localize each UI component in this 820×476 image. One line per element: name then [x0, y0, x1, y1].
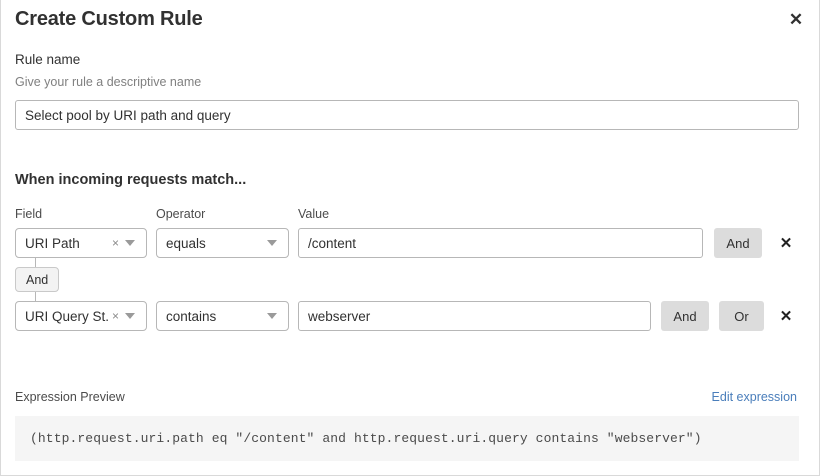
- add-or-condition-button-2[interactable]: Or: [719, 301, 764, 331]
- expression-preview-label: Expression Preview: [15, 390, 125, 404]
- page-title: Create Custom Rule: [15, 8, 203, 30]
- close-icon[interactable]: ✕: [783, 6, 809, 32]
- condition-row: URI Path × equals And ✕: [1, 228, 819, 258]
- operator-select-1-label: equals: [166, 235, 206, 251]
- operator-select-2[interactable]: contains: [156, 301, 289, 331]
- operator-select-2-label: contains: [166, 308, 217, 324]
- connector-and-badge[interactable]: And: [15, 267, 60, 292]
- operator-select-1[interactable]: equals: [156, 228, 289, 258]
- conditions-heading: When incoming requests match...: [15, 172, 247, 188]
- value-input-2[interactable]: [298, 301, 651, 331]
- add-and-condition-button-2[interactable]: And: [661, 301, 709, 331]
- chevron-down-icon: [125, 240, 135, 246]
- remove-condition-button-1[interactable]: ✕: [773, 228, 799, 258]
- expression-preview-text: (http.request.uri.path eq "/content" and…: [30, 431, 702, 446]
- field-select-2[interactable]: URI Query St... ×: [15, 301, 147, 331]
- column-header-operator: Operator: [156, 207, 206, 221]
- add-and-condition-button-1[interactable]: And: [714, 228, 762, 258]
- connector-line-top: [35, 258, 36, 267]
- field-select-1-label: URI Path: [25, 235, 80, 251]
- remove-condition-button-2[interactable]: ✕: [773, 301, 799, 331]
- column-header-field: Field: [15, 207, 43, 221]
- rule-name-hint: Give your rule a descriptive name: [15, 75, 202, 89]
- clear-icon[interactable]: ×: [111, 308, 119, 323]
- chevron-down-icon: [125, 313, 135, 319]
- condition-row: URI Query St... × contains And Or ✕: [1, 301, 819, 331]
- edit-expression-link[interactable]: Edit expression: [711, 390, 797, 404]
- rule-name-input[interactable]: [15, 100, 799, 130]
- column-header-value: Value: [298, 207, 330, 221]
- field-select-1[interactable]: URI Path ×: [15, 228, 147, 258]
- field-select-2-label: URI Query St...: [25, 308, 110, 324]
- connector-line-bottom: [35, 292, 36, 301]
- expression-preview-box: (http.request.uri.path eq "/content" and…: [15, 416, 799, 461]
- chevron-down-icon: [267, 313, 277, 319]
- clear-icon[interactable]: ×: [111, 235, 119, 250]
- value-input-1[interactable]: [298, 228, 703, 258]
- chevron-down-icon: [267, 240, 277, 246]
- condition-connector: And: [15, 258, 135, 302]
- rule-name-label: Rule name: [15, 52, 81, 67]
